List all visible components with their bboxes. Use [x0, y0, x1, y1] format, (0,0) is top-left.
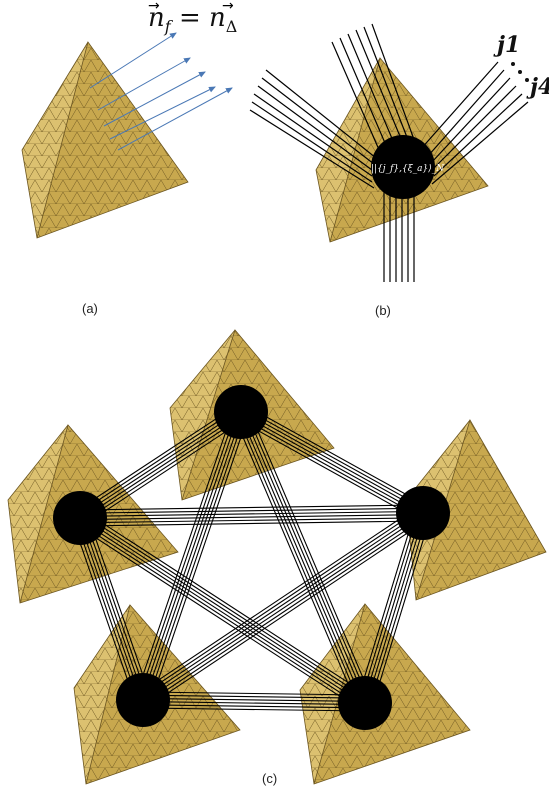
panel-c-caption: (c) [262, 771, 277, 786]
normal-arrow [97, 57, 191, 111]
panel-c: (c) [7, 329, 547, 786]
vector-arrow: → [148, 0, 160, 14]
normal-arrow [109, 86, 216, 140]
tetrahedron-bottom-right [299, 603, 471, 785]
link-strand [78, 518, 365, 705]
link-strand [142, 707, 365, 712]
link-strand [236, 413, 362, 706]
link-strand [145, 516, 427, 705]
node-right [396, 486, 450, 540]
link-strand [233, 414, 359, 707]
link-strand [362, 512, 423, 703]
link-bundle-bottom [383, 190, 415, 282]
link-strand [150, 414, 250, 703]
link-strand [143, 691, 366, 696]
pentagram-links [71, 404, 432, 712]
link-strand [134, 409, 234, 698]
link-strand [142, 701, 366, 706]
link-strand [137, 410, 238, 699]
link-strand [79, 504, 423, 511]
link-strand [244, 409, 370, 702]
link-strand [143, 694, 366, 699]
link-strand [80, 412, 243, 520]
link-strand [239, 412, 423, 515]
link-strand [141, 511, 423, 700]
link-strand [142, 697, 366, 702]
link-strand [79, 507, 423, 514]
nodes-c [53, 385, 450, 730]
tetrahedron-a [21, 41, 189, 239]
link-strand [71, 520, 136, 703]
link-strand [75, 404, 237, 512]
link-strand [84, 418, 246, 526]
link-bundle-top [331, 23, 417, 153]
link-strand [146, 413, 247, 702]
link-strand [74, 519, 140, 702]
link-strand [79, 510, 424, 517]
node-top [214, 385, 268, 439]
link-strand [369, 514, 429, 705]
vector-arrow: → [222, 0, 234, 14]
normal-arrow [103, 71, 206, 127]
node-b [371, 135, 435, 199]
link-strand [142, 704, 365, 709]
link-strand [139, 508, 421, 697]
link-strand [84, 510, 370, 697]
link-strand [80, 516, 367, 703]
node-bottom-left [116, 673, 170, 727]
link-strand [244, 404, 428, 507]
link-strand [82, 415, 244, 523]
link-strand [79, 514, 424, 521]
link-strand [138, 505, 419, 694]
spin-label-first: j1 [493, 32, 520, 58]
link-strand [147, 519, 428, 708]
link-strand [238, 415, 421, 518]
link-strand [87, 515, 152, 698]
link-strand [83, 516, 149, 699]
link-strand [80, 517, 424, 524]
normal-arrow [117, 87, 233, 151]
panel-b-caption: (b) [375, 303, 391, 318]
link-strand [241, 410, 425, 513]
link-strand [77, 518, 143, 701]
spin-dots [511, 62, 529, 82]
spin-label-last: j4 [526, 74, 549, 100]
panel-a-caption: (a) [82, 301, 98, 316]
normal-equation: nf = nΔ [148, 3, 237, 36]
link-strand [356, 510, 416, 701]
link-strand [238, 412, 365, 704]
link-strand [140, 411, 241, 700]
link-strand [359, 511, 419, 702]
node-bottom-right [338, 676, 392, 730]
panel-a: nf = nΔ → → (a) [21, 0, 237, 316]
link-strand [82, 513, 368, 700]
link-strand [80, 520, 424, 527]
link-strand [77, 407, 239, 515]
link-strand [372, 515, 432, 706]
panel-b: ||{j_f},{ξ_a}⟩_N j1 j4 (b) [249, 23, 549, 318]
link-strand [143, 513, 425, 702]
link-strand [236, 418, 420, 521]
link-bundle-right [419, 61, 529, 185]
normal-arrow [89, 32, 177, 89]
link-strand [365, 513, 426, 704]
link-strand [143, 412, 244, 701]
link-strand [243, 407, 426, 510]
link-strand [77, 521, 363, 708]
link-bundle-left [249, 69, 377, 189]
link-strand [247, 408, 373, 701]
node-label: ||{j_f},{ξ_a}⟩_N [371, 164, 445, 174]
link-strand [75, 524, 361, 711]
link-strand [78, 410, 241, 518]
link-strand [241, 411, 368, 703]
link-strand [80, 517, 146, 700]
node-left [53, 491, 107, 545]
normal-arrows [89, 32, 233, 151]
